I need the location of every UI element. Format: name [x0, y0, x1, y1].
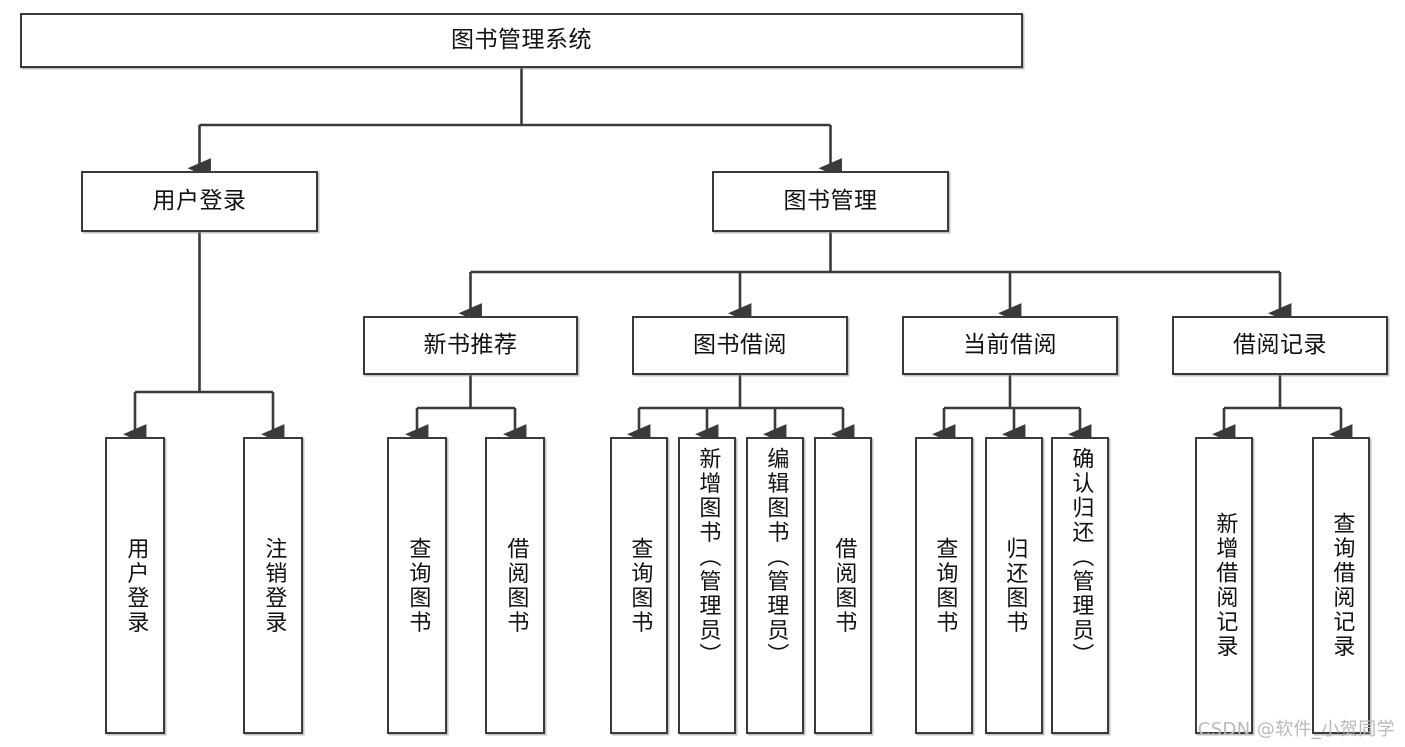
node-label: 图书借阅: [693, 331, 787, 358]
node-label: 用户登录: [152, 187, 247, 214]
node-leaf-current-confirm[interactable]: 确认归还（管理员）: [1051, 437, 1109, 734]
node-current[interactable]: 当前借阅: [902, 316, 1118, 375]
node-leaf-current-query[interactable]: 查询图书: [915, 437, 973, 734]
node-label: 新增借阅记录: [1212, 512, 1238, 659]
node-login[interactable]: 用户登录: [81, 171, 318, 232]
node-label: 新书推荐: [423, 331, 518, 358]
node-bookmgmt[interactable]: 图书管理: [712, 171, 949, 232]
node-leaf-records-add[interactable]: 新增借阅记录: [1195, 437, 1253, 734]
node-label: 新增图书（管理员）: [695, 447, 721, 668]
node-label: 查询图书: [932, 536, 958, 635]
node-label: 注销登录: [261, 536, 287, 635]
node-label: 借阅图书: [503, 536, 529, 635]
node-label: 借阅记录: [1233, 331, 1327, 358]
node-leaf-newbook-query[interactable]: 查询图书: [387, 437, 447, 734]
node-label: 借阅图书: [831, 536, 857, 635]
node-newbook[interactable]: 新书推荐: [363, 316, 578, 375]
node-label: 当前借阅: [963, 331, 1057, 358]
node-leaf-borrow-lend[interactable]: 借阅图书: [814, 437, 872, 734]
node-leaf-borrow-query[interactable]: 查询图书: [610, 437, 668, 734]
node-label: 用户登录: [123, 536, 149, 635]
node-label: 归还图书: [1002, 536, 1028, 635]
node-leaf-newbook-borrow[interactable]: 借阅图书: [485, 437, 545, 734]
node-label: 确认归还（管理员）: [1068, 447, 1094, 668]
node-leaf-records-query[interactable]: 查询借阅记录: [1312, 437, 1370, 734]
node-leaf-current-return[interactable]: 归还图书: [985, 437, 1043, 734]
node-leaf-logout[interactable]: 注销登录: [243, 437, 303, 734]
node-label: 图书管理系统: [451, 26, 592, 53]
node-leaf-user-login[interactable]: 用户登录: [105, 437, 165, 734]
node-borrow[interactable]: 图书借阅: [632, 316, 848, 375]
node-label: 查询图书: [627, 536, 653, 635]
node-label: 查询图书: [405, 536, 431, 635]
node-label: 查询借阅记录: [1329, 512, 1355, 659]
node-leaf-borrow-add[interactable]: 新增图书（管理员）: [678, 437, 736, 734]
csdn-watermark: CSDN @软件_小贺同学: [1197, 719, 1395, 740]
node-root[interactable]: 图书管理系统: [20, 13, 1023, 68]
node-leaf-borrow-edit[interactable]: 编辑图书（管理员）: [746, 437, 804, 734]
node-label: 编辑图书（管理员）: [763, 447, 789, 668]
node-records[interactable]: 借阅记录: [1172, 316, 1388, 375]
node-label: 图书管理: [783, 187, 878, 214]
